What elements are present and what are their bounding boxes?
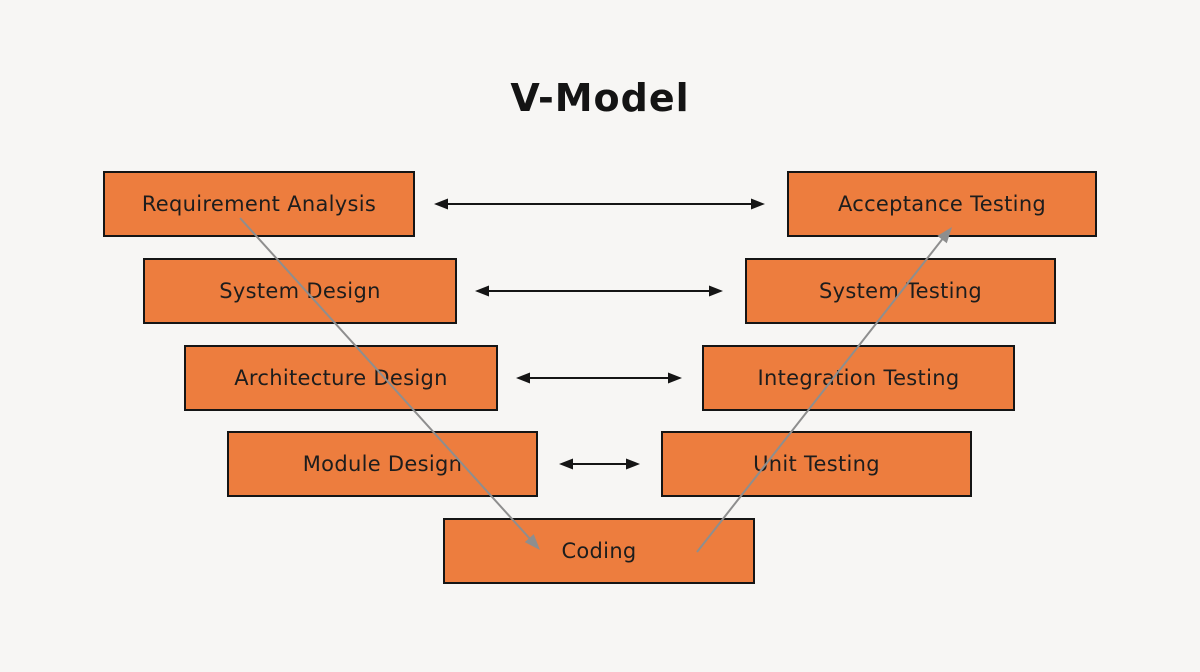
arrow-moduledesign-unittesting xyxy=(559,458,640,470)
node-architecture-design: Architecture Design xyxy=(184,345,498,411)
node-module-design: Module Design xyxy=(227,431,538,497)
node-label: Integration Testing xyxy=(757,366,960,390)
node-unit-testing: Unit Testing xyxy=(661,431,972,497)
node-label: System Design xyxy=(219,279,381,303)
node-label: Acceptance Testing xyxy=(837,192,1047,216)
node-label: System Testing xyxy=(818,279,982,303)
arrow-requirement-acceptance xyxy=(434,198,765,210)
node-label: Unit Testing xyxy=(753,452,880,476)
node-integration-testing: Integration Testing xyxy=(702,345,1015,411)
node-requirement-analysis: Requirement Analysis xyxy=(103,171,415,237)
node-system-design: System Design xyxy=(143,258,457,324)
node-label: Coding xyxy=(561,539,637,563)
arrow-systemdesign-systemtesting xyxy=(475,285,723,297)
node-label: Module Design xyxy=(302,452,463,476)
node-label: Architecture Design xyxy=(234,366,448,390)
arrow-architecture-integration xyxy=(516,372,682,384)
diagram-title: V-Model xyxy=(510,76,690,120)
node-acceptance-testing: Acceptance Testing xyxy=(787,171,1097,237)
node-coding: Coding xyxy=(443,518,755,584)
node-label: Requirement Analysis xyxy=(141,192,377,216)
node-system-testing: System Testing xyxy=(745,258,1056,324)
